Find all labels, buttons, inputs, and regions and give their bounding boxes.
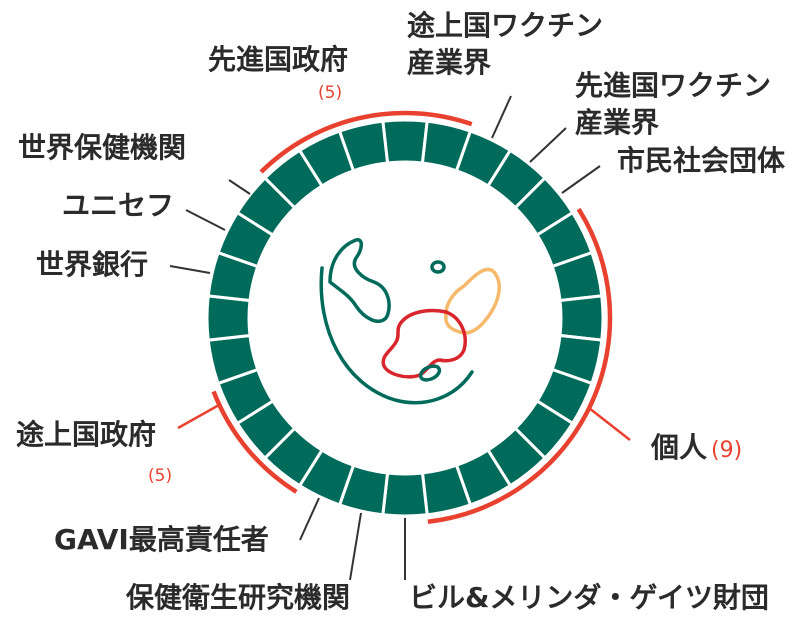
pointer-line-developing-governments: [177, 403, 220, 430]
label-unicef: ユニセフ: [62, 189, 175, 222]
pointer-line-research-institutes: [349, 512, 362, 581]
label-world-bank: 世界銀行: [36, 248, 149, 281]
group-arc-donor-governments: [259, 110, 473, 174]
pointer-line-unicef: [185, 209, 226, 231]
logo-swoosh: [319, 266, 474, 405]
label-individuals: 個人(9): [651, 432, 742, 467]
logo-continent-africa: [381, 308, 467, 379]
group-arcs: [211, 110, 613, 524]
label-individuals-text: 個人: [651, 431, 708, 464]
pointer-line-industrialized-vaccine-industry: [529, 127, 567, 163]
label-line: 産業界: [407, 46, 492, 79]
logo-island-dot: [430, 260, 446, 274]
label-gavi-ceo: GAVI最高責任者: [54, 523, 269, 556]
pointer-line-individuals: [588, 407, 631, 441]
pointer-line-gavi-ceo: [299, 497, 320, 541]
pointer-line-developing-vaccine-industry: [491, 95, 512, 139]
group-arc-individuals: [427, 207, 613, 524]
logo-madagascar-loop: [418, 364, 442, 382]
label-industrialized-vaccine-industry: 先進国ワクチン 産業界: [575, 70, 771, 139]
pointer-line-world-bank: [169, 265, 211, 274]
count-individuals: (9): [711, 438, 743, 463]
count-developing-governments: (5): [148, 466, 173, 486]
label-civil-society: 市民社会団体: [617, 144, 786, 177]
count-donor-governments: (5): [318, 83, 343, 103]
seat-ring: [205, 118, 605, 518]
label-line: 先進国ワクチン: [575, 69, 772, 102]
globe-logo: [319, 238, 501, 405]
seat-segment: [381, 118, 429, 165]
pointer-lines: [169, 95, 631, 581]
label-line: 途上国ワクチン: [407, 9, 604, 42]
pointer-line-who: [228, 179, 251, 195]
logo-continent-europe: [444, 267, 501, 335]
label-gates-foundation: ビル&メリンダ・ゲイツ財団: [409, 581, 769, 614]
label-who: 世界保健機関: [18, 131, 187, 164]
seat-segment: [381, 471, 429, 518]
logo-continent-americas: [328, 238, 391, 323]
label-research-institutes: 保健衛生研究機関: [126, 581, 351, 614]
label-developing-vaccine-industry: 途上国ワクチン 産業界: [407, 10, 603, 79]
label-donor-governments: 先進国政府: [208, 43, 349, 76]
group-arc-developing-governments: [211, 390, 298, 494]
pointer-line-civil-society: [561, 165, 601, 194]
label-developing-governments: 途上国政府: [16, 418, 157, 451]
seat-segment: [558, 294, 605, 342]
seat-segment: [337, 119, 390, 173]
label-line: 産業界: [575, 106, 660, 139]
seat-segment: [205, 294, 252, 342]
